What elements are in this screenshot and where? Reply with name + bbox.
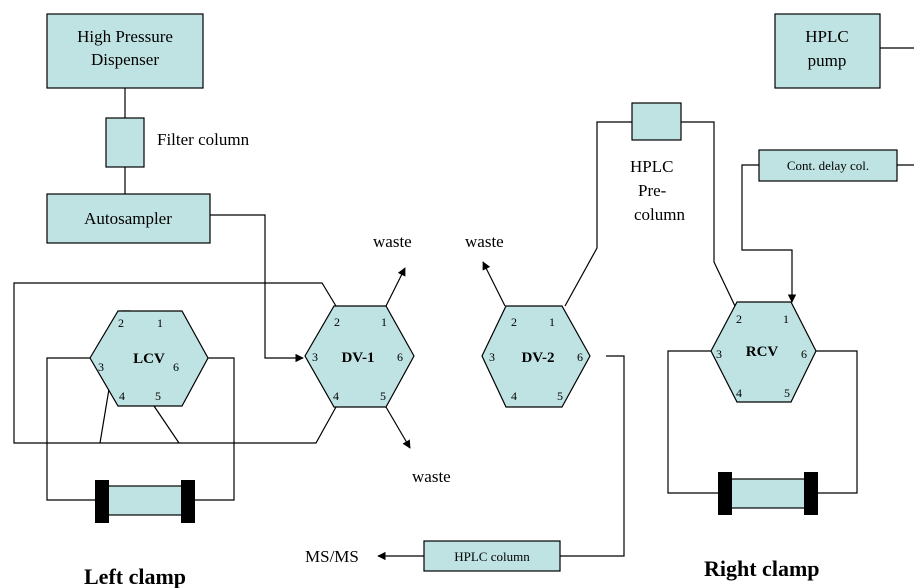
lcv-port-5: 5	[155, 389, 161, 403]
waste-label-dv2: waste	[465, 232, 504, 251]
lcv-valve: LCV 2 1 3 6 4 5	[89, 310, 209, 407]
filter-column-label: Filter column	[157, 130, 250, 149]
rcv-port-1: 1	[783, 312, 789, 326]
right-trap-column	[718, 472, 818, 515]
dv1-port-4: 4	[333, 389, 339, 403]
dv2-port-3: 3	[489, 350, 495, 364]
dv2-port-2: 2	[511, 315, 517, 329]
rcv-label: RCV	[746, 344, 779, 360]
lcv-port-6: 6	[173, 360, 179, 374]
dv1-valve: DV-1 2 1 3 6 4 5	[304, 305, 415, 408]
lcv-label: LCV	[133, 351, 165, 367]
dv2-valve: DV-2 2 1 3 6 4 5	[481, 305, 591, 408]
right-clamp-label: Right clamp	[704, 556, 820, 581]
lcv-port-1: 1	[157, 316, 163, 330]
hplc-column-label: HPLC column	[454, 549, 530, 564]
rcv-port-2: 2	[736, 312, 742, 326]
ms-ms-label: MS/MS	[305, 547, 359, 566]
dv1-port-2: 2	[334, 315, 340, 329]
dv1-port-3: 3	[312, 350, 318, 364]
autosampler-label: Autosampler	[84, 209, 172, 228]
connection-lines	[13, 47, 914, 561]
dispenser-label-line2: Dispenser	[91, 50, 159, 69]
hplc-pump-label-line2: pump	[808, 51, 847, 70]
lcv-port-2: 2	[118, 316, 124, 330]
dv2-port-6: 6	[577, 350, 583, 364]
dv2-port-1: 1	[549, 315, 555, 329]
dispenser-label-line1: High Pressure	[77, 27, 173, 46]
high-pressure-dispenser: High Pressure Dispenser	[46, 13, 204, 89]
hplc-pump: HPLC pump	[774, 13, 881, 89]
lcv-port-3: 3	[98, 360, 104, 374]
cont-delay-column: Cont. delay col.	[758, 149, 898, 182]
dv1-port-1: 1	[381, 315, 387, 329]
hplc-pump-label-line1: HPLC	[805, 27, 848, 46]
dv1-port-5: 5	[380, 389, 386, 403]
autosampler: Autosampler	[46, 193, 211, 244]
dv1-label: DV-1	[341, 350, 374, 366]
left-clamp-label: Left clamp	[84, 564, 186, 588]
rcv-port-5: 5	[784, 386, 790, 400]
hplc-column: HPLC column	[423, 540, 561, 572]
cont-delay-col-label: Cont. delay col.	[787, 158, 869, 173]
precolumn-label-line1: HPLC	[630, 157, 673, 176]
rcv-port-6: 6	[801, 347, 807, 361]
precolumn-label-line2: Pre-	[638, 181, 667, 200]
left-trap-column	[95, 480, 195, 523]
dv2-port-5: 5	[557, 389, 563, 403]
lcv-port-4: 4	[119, 389, 125, 403]
filter-column: Filter column	[105, 117, 250, 168]
dv2-port-4: 4	[511, 389, 517, 403]
waste-label-dv1-top: waste	[373, 232, 412, 251]
waste-label-dv1-bottom: waste	[412, 467, 451, 486]
free-labels: waste waste waste MS/MS Left clamp Right…	[84, 232, 820, 588]
dv2-label: DV-2	[521, 350, 554, 366]
hplc-precolumn: HPLC Pre- column	[630, 102, 685, 224]
rcv-valve: RCV 2 1 3 6 4 5	[710, 301, 817, 403]
rcv-port-4: 4	[736, 386, 742, 400]
precolumn-label-line3: column	[634, 205, 685, 224]
dv1-port-6: 6	[397, 350, 403, 364]
rcv-port-3: 3	[716, 347, 722, 361]
